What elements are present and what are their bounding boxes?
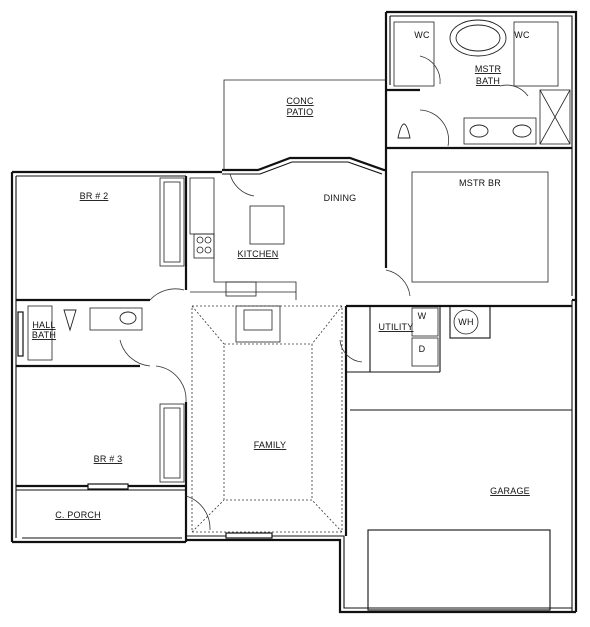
family-ceiling <box>191 305 343 533</box>
room-labels: WC WC MSTR BATH CONC PATIO BR # 2 DINING… <box>32 30 530 520</box>
label-conc-patio-1: CONC <box>286 96 314 106</box>
label-conc-patio-2: PATIO <box>287 107 314 117</box>
label-wc-left: WC <box>414 30 430 40</box>
label-mstr-bath-1: MSTR <box>475 64 502 74</box>
garage-door <box>367 529 551 611</box>
label-dryer: D <box>419 344 426 354</box>
master-bath-fixtures <box>393 19 571 145</box>
windows <box>17 311 273 539</box>
label-wc-right: WC <box>514 30 530 40</box>
label-mstr-br: MSTR BR <box>459 178 501 188</box>
label-washer: W <box>418 311 427 321</box>
label-br2: BR # 2 <box>80 191 109 201</box>
master-br-ceiling <box>411 171 549 283</box>
label-garage: GARAGE <box>490 486 530 496</box>
label-hall-bath-2: BATH <box>32 330 56 340</box>
door-swings <box>119 55 529 531</box>
label-kitchen: KITCHEN <box>238 249 279 259</box>
hall-bath-fixtures <box>27 305 143 361</box>
kitchen-fixtures <box>190 205 297 300</box>
label-c-porch: C. PORCH <box>55 510 101 520</box>
label-br3: BR # 3 <box>94 454 123 464</box>
label-water-heater: WH <box>458 317 473 327</box>
label-hall-bath-1: HALL <box>32 320 55 330</box>
label-dining: DINING <box>324 193 357 203</box>
label-utility: UTILITY <box>379 322 414 332</box>
label-family: FAMILY <box>254 440 287 450</box>
label-mstr-bath-2: BATH <box>476 76 500 86</box>
utility-appliances <box>411 307 479 367</box>
